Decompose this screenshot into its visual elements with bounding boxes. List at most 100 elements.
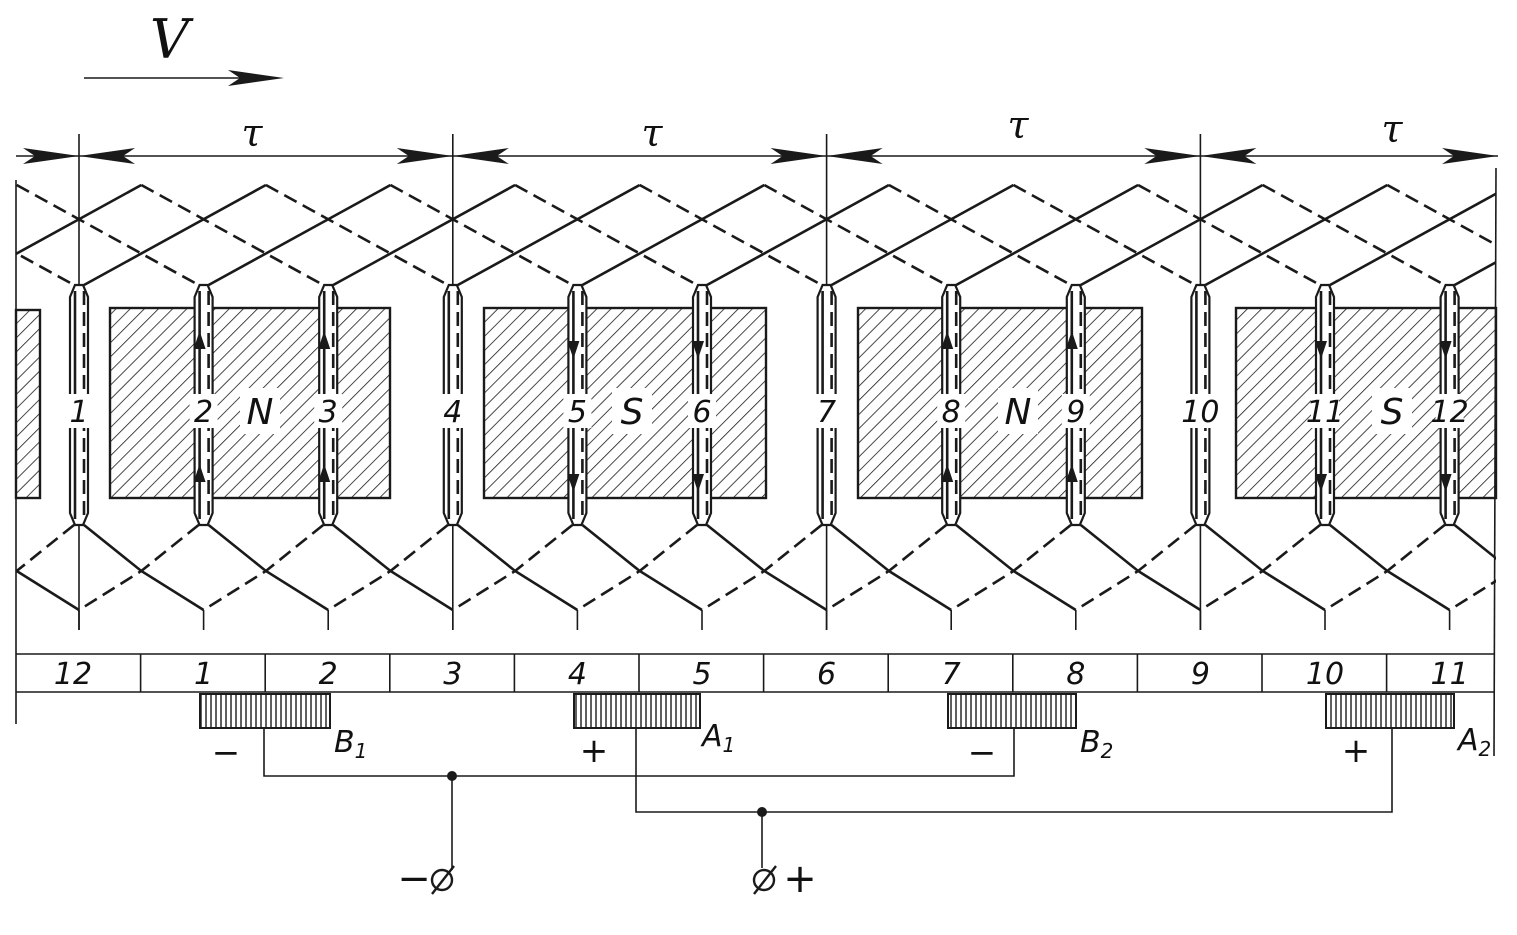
- dimension-arrowhead: [1144, 148, 1201, 164]
- coil-end-top-solid: [706, 183, 890, 287]
- current-arrow-down-icon: [1439, 341, 1452, 359]
- coil-end-bottom-solid: [581, 523, 703, 612]
- slot-label-bg: [438, 394, 467, 428]
- coil-end-bottom-dashed: [1448, 579, 1496, 612]
- commutator-segment-label: 4: [568, 657, 587, 692]
- slot-label-bg: [1311, 394, 1339, 428]
- slot-conductor: 11: [1306, 283, 1344, 527]
- brushes-group: B1 A1 B2 A2 − + − + − +: [199, 693, 1491, 902]
- partial-pole-left: [14, 308, 42, 500]
- slot-conductor: 12: [1431, 283, 1469, 527]
- slot-label-bg: [1186, 394, 1215, 428]
- negative-terminal-icon: [430, 868, 454, 892]
- current-arrow-down-icon: [567, 474, 580, 492]
- brush-label-b2: B2: [1080, 725, 1113, 763]
- coil-end-top-dashed: [1262, 183, 1446, 287]
- polarity-b1: −: [212, 733, 241, 773]
- velocity-arrow-head: [228, 70, 284, 86]
- current-arrow-down-icon: [1439, 474, 1452, 492]
- coil-end-top-solid: [457, 183, 641, 287]
- slot-number: 7: [817, 395, 836, 430]
- polarity-a1: +: [580, 731, 609, 771]
- dimension-arrowhead: [1442, 148, 1498, 164]
- commutator-segment-label: 6: [817, 657, 836, 692]
- dimension-arrowhead: [1200, 148, 1257, 164]
- brush-b1: [199, 693, 331, 729]
- coil-end-top-solid: [16, 183, 18, 187]
- coil-end-bottom-solid: [830, 523, 952, 612]
- pole-labels: N S N S: [240, 388, 1412, 434]
- terminal-slash: [753, 865, 777, 895]
- slot-number: 4: [443, 395, 462, 430]
- current-arrow-up-icon: [1065, 464, 1078, 482]
- slot-conductor: 3: [314, 283, 343, 527]
- coil-end-top-dashed: [1386, 183, 1496, 247]
- dimension-arrowhead: [770, 148, 827, 164]
- slot-label-bg: [65, 394, 93, 428]
- slot-conductor: 1: [65, 283, 93, 527]
- coil-end-top-solid: [955, 183, 1139, 287]
- coil-end-bottom-solid: [1079, 523, 1202, 612]
- slot-number: 11: [1306, 395, 1344, 430]
- velocity-label: V: [150, 8, 194, 71]
- positive-bus-wire: [635, 728, 1393, 813]
- slot-label-bg: [937, 394, 966, 428]
- coil-end-top-solid: [207, 183, 392, 287]
- current-arrow-up-icon: [193, 464, 206, 482]
- brush-a1: [573, 693, 701, 729]
- poles-group: [14, 306, 1498, 500]
- coil-end-top-dashed: [16, 183, 200, 287]
- current-arrow-up-icon: [941, 464, 954, 482]
- slot-conductor: 4: [438, 283, 467, 527]
- coil-end-bottom-solid: [83, 523, 205, 612]
- negative-terminal-label: −: [397, 856, 431, 902]
- slot-conductor: 6: [688, 283, 716, 527]
- pole-label-bg: [998, 388, 1038, 434]
- coil-end-bottom-solid: [1453, 523, 1496, 560]
- negative-junction-dot: [447, 771, 457, 781]
- slot-conductor: 8: [937, 283, 966, 527]
- coil-end-top-solid: [581, 183, 765, 287]
- slot-number: 6: [692, 395, 711, 430]
- coil-end-top-dashed: [639, 183, 823, 287]
- coil-end-top-solid: [1329, 192, 1496, 287]
- slot-label-bg: [688, 394, 716, 428]
- brush-label-a1: A1: [700, 719, 735, 757]
- coil-end-bottom-solid: [706, 523, 828, 612]
- slot-conductor: 7: [812, 283, 841, 527]
- polarity-a2: +: [1342, 731, 1371, 771]
- coil-end-bottom-solid: [955, 523, 1077, 612]
- current-arrow-up-icon: [1065, 331, 1078, 349]
- positive-junction-dot: [757, 807, 767, 817]
- current-arrow-down-icon: [1315, 341, 1327, 359]
- coil-end-top-solid: [332, 183, 516, 287]
- polarity-b2: −: [968, 733, 997, 773]
- pole-pitch-label-3: τ: [1007, 103, 1029, 147]
- velocity-indicator: V: [84, 8, 284, 86]
- pole-label-bg: [240, 388, 280, 434]
- coil-end-top-dashed: [1137, 183, 1321, 287]
- coil-end-top-dashed: [140, 183, 324, 287]
- commutator-segment-label: 11: [1431, 657, 1469, 692]
- commutator-segment-label: 12: [54, 657, 92, 692]
- coil-end-bottom-solid: [456, 523, 579, 612]
- coil-end-top-dashed: [1012, 183, 1197, 287]
- brush-b2: [947, 693, 1077, 729]
- coil-end-top-dashed: [514, 183, 698, 287]
- commutator-segment-label: 2: [319, 657, 338, 692]
- pole-label-bg: [612, 388, 652, 434]
- commutator-segment-label: 8: [1066, 657, 1085, 692]
- pole-label-4: S: [1381, 392, 1404, 433]
- pole-label-2: S: [621, 392, 644, 433]
- slot-conductor: 2: [189, 283, 218, 527]
- coil-end-top-dashed: [265, 183, 449, 287]
- slot-number: 12: [1431, 395, 1469, 430]
- slot-conductor: 5: [563, 283, 592, 527]
- pole-label-3: N: [1005, 392, 1032, 433]
- pole-pitch-label-4: τ: [1381, 107, 1403, 151]
- positive-terminal-label: +: [783, 856, 817, 902]
- coil-end-top-dashed: [763, 183, 947, 287]
